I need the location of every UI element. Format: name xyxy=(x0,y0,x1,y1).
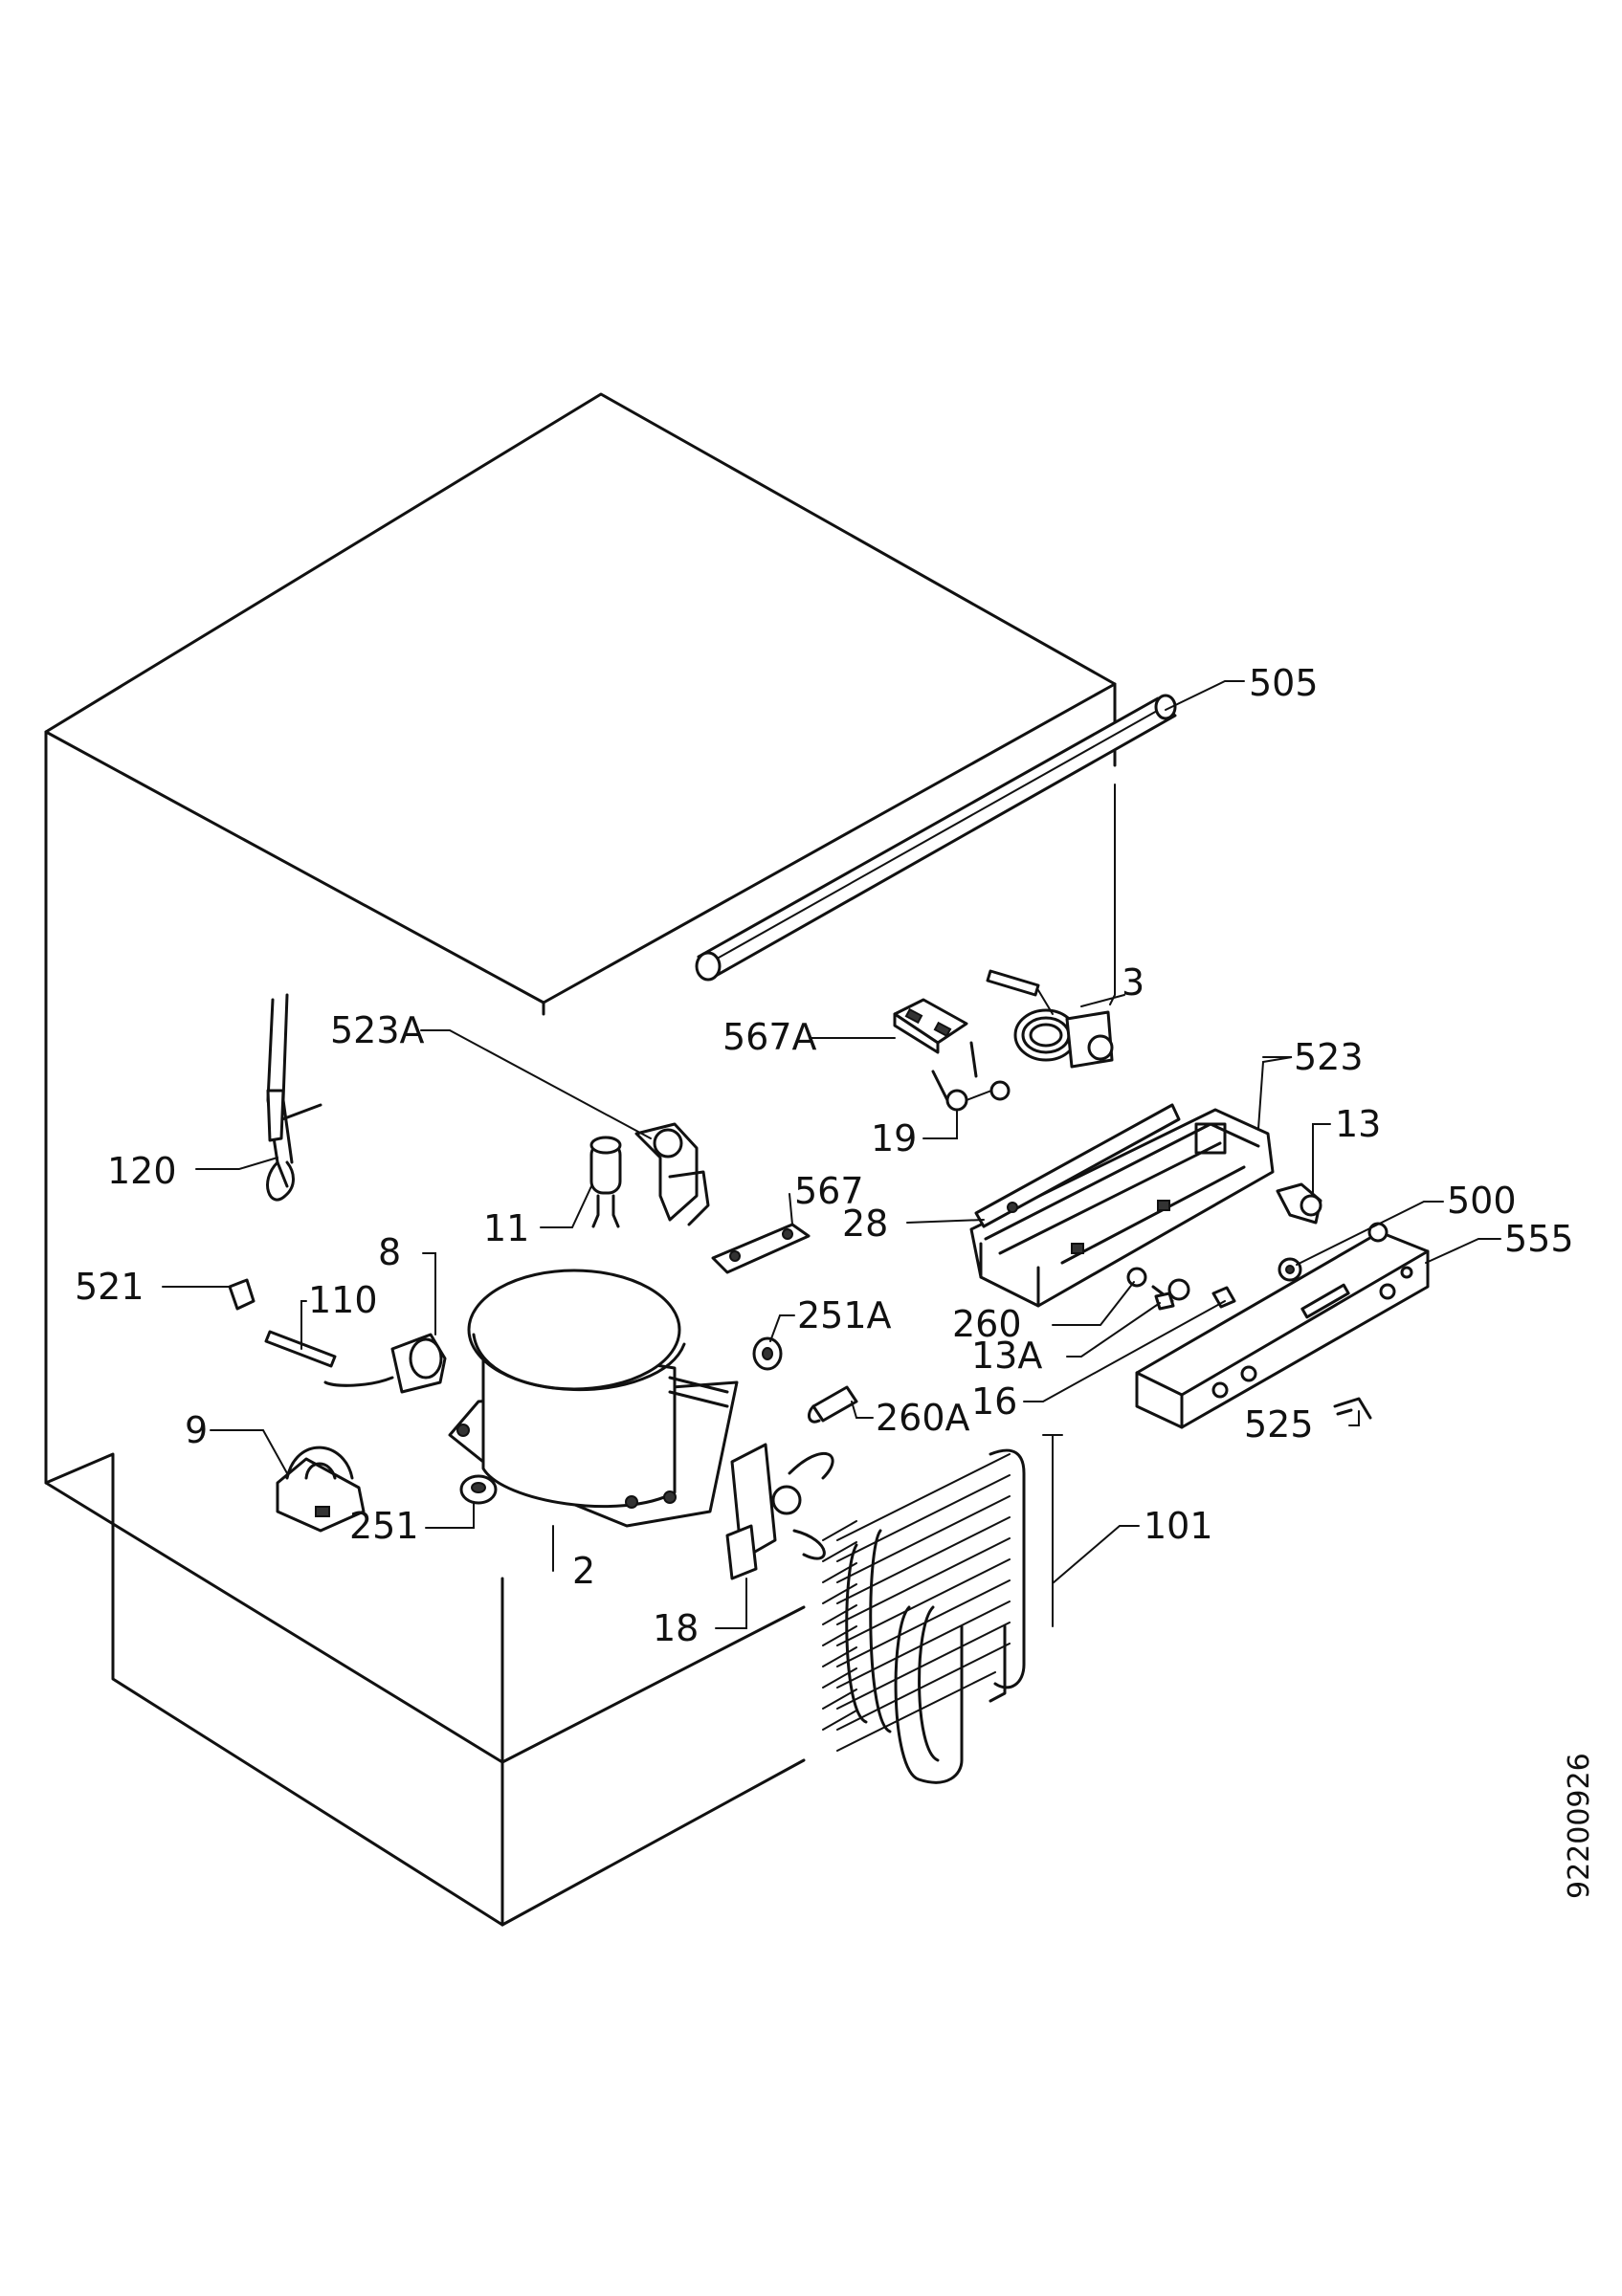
label-523: 523 xyxy=(1294,1036,1364,1078)
label-19: 19 xyxy=(871,1117,917,1159)
part-555-panel xyxy=(1135,1222,1430,1429)
label-251: 251 xyxy=(349,1505,419,1547)
part-19-lamp xyxy=(931,1041,1011,1112)
part-523-housing xyxy=(969,1108,1275,1308)
part-521-cap xyxy=(228,1278,256,1311)
part-567-plate xyxy=(711,1223,811,1274)
label-567a: 567A xyxy=(722,1016,817,1058)
part-11-capacitor xyxy=(589,1136,622,1228)
leader-lines xyxy=(162,680,1501,1629)
label-525: 525 xyxy=(1244,1403,1314,1446)
part-251a-grommet xyxy=(752,1336,783,1371)
callout-labels: 505 3 523A 567A 523 13 120 19 567 28 500… xyxy=(75,662,1596,1899)
label-16: 16 xyxy=(971,1380,1017,1423)
label-120: 120 xyxy=(107,1150,177,1192)
label-260: 260 xyxy=(952,1303,1022,1345)
label-3: 3 xyxy=(1122,961,1144,1004)
label-11: 11 xyxy=(483,1207,529,1249)
label-567: 567 xyxy=(794,1170,864,1212)
document-number: 92200926 xyxy=(1563,1753,1596,1899)
part-16-stud xyxy=(1211,1286,1236,1309)
part-13-knob xyxy=(1276,1182,1322,1225)
part-18-fan-motor xyxy=(725,1443,834,1580)
part-28-gasket xyxy=(974,1103,1181,1228)
label-505: 505 xyxy=(1249,662,1319,704)
label-18: 18 xyxy=(653,1607,699,1649)
label-101: 101 xyxy=(1144,1505,1213,1547)
part-9-overload xyxy=(276,1446,366,1533)
label-13: 13 xyxy=(1335,1103,1381,1145)
part-505-seal-strip xyxy=(695,694,1177,982)
part-500-nut xyxy=(1278,1257,1302,1282)
label-9: 9 xyxy=(185,1409,208,1451)
label-2: 2 xyxy=(572,1550,595,1592)
label-555: 555 xyxy=(1504,1218,1574,1260)
part-523a-clamp xyxy=(634,1122,710,1226)
part-8-relay xyxy=(323,1333,447,1394)
label-523a: 523A xyxy=(330,1009,425,1051)
label-110: 110 xyxy=(308,1279,378,1321)
part-260a-clip xyxy=(807,1385,858,1424)
part-2-compressor xyxy=(448,1269,739,1528)
part-120-sensor xyxy=(266,993,322,1202)
label-251a: 251A xyxy=(797,1294,892,1336)
part-101-condenser xyxy=(822,1448,1026,1784)
label-13a: 13A xyxy=(971,1335,1042,1377)
part-525-clip xyxy=(1333,1397,1372,1420)
part-251-grommet xyxy=(459,1474,498,1505)
cabinet-outline xyxy=(44,392,1117,1927)
part-567a-bracket xyxy=(893,998,968,1054)
label-8: 8 xyxy=(378,1231,401,1273)
label-260a: 260A xyxy=(876,1397,970,1439)
label-521: 521 xyxy=(75,1266,144,1308)
part-13a-knob xyxy=(1154,1292,1175,1311)
label-28: 28 xyxy=(842,1203,888,1245)
part-3-thermostat xyxy=(986,969,1114,1069)
label-500: 500 xyxy=(1447,1180,1517,1222)
